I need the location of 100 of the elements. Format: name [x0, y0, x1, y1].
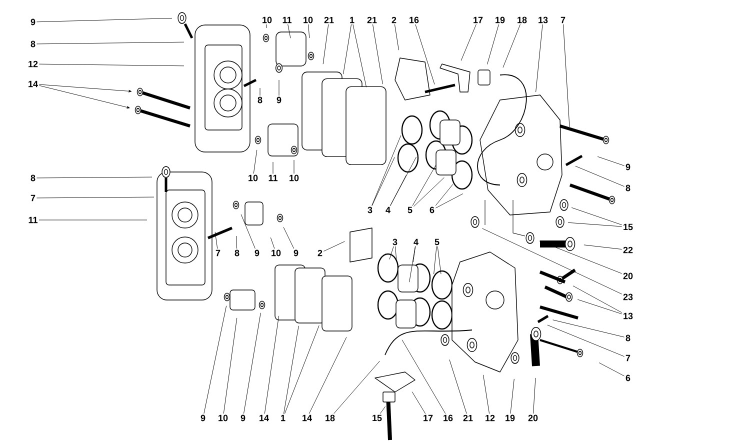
- callout-number: 9: [626, 164, 630, 170]
- callout-number: 11: [28, 216, 38, 224]
- callout-number: 5: [408, 206, 412, 214]
- leader-line: [372, 135, 402, 206]
- callout-number: 7: [626, 354, 630, 362]
- callout-number: 9: [276, 96, 282, 104]
- leader-line: [597, 156, 625, 166]
- leader-line: [434, 246, 437, 274]
- callout-number: 14: [260, 414, 269, 422]
- leader-line: [36, 176, 152, 178]
- leader-line: [394, 24, 399, 50]
- leader-line: [283, 226, 294, 249]
- leader-line: [539, 240, 622, 274]
- leader-line: [284, 326, 299, 414]
- leader-line: [322, 24, 329, 64]
- leader-line: [278, 80, 280, 96]
- callout-number: 15: [372, 414, 382, 422]
- leader-line: [435, 184, 454, 206]
- callout-number: 3: [392, 238, 398, 246]
- callout-number: 9: [254, 250, 260, 256]
- leader-line: [547, 324, 625, 357]
- leader-line: [264, 316, 280, 414]
- leader-line: [372, 24, 383, 84]
- callout-number: 8: [30, 174, 36, 182]
- leader-line: [409, 246, 416, 282]
- callout-number: 21: [463, 414, 473, 422]
- leader-line: [36, 42, 184, 44]
- leader-line: [536, 24, 543, 92]
- callout-number: 8: [30, 40, 36, 48]
- callout-number: 2: [318, 250, 322, 256]
- leader-line: [415, 24, 435, 85]
- leader-line: [487, 24, 499, 65]
- callout-number: 20: [623, 272, 633, 280]
- callout-number: 17: [424, 414, 433, 422]
- callout-number: 16: [444, 414, 453, 422]
- leader-line: [412, 164, 436, 206]
- leader-line: [435, 194, 464, 208]
- callout-number: 4: [386, 206, 390, 214]
- callout-number: 19: [506, 414, 515, 422]
- leader-line: [284, 325, 320, 414]
- leader-line: [343, 24, 352, 74]
- leader-line: [352, 24, 367, 88]
- leader-line: [482, 228, 622, 294]
- leader-line: [323, 241, 345, 252]
- callout-number: 1: [281, 414, 286, 422]
- leader-line: [483, 374, 490, 414]
- leader-line: [253, 150, 258, 174]
- leader-line: [214, 232, 218, 249]
- callout-number: 2: [392, 16, 396, 24]
- leader-line: [236, 236, 238, 249]
- leader-line: [308, 24, 310, 38]
- leader-line: [571, 207, 622, 226]
- callout-number: 21: [367, 16, 377, 24]
- leader-line: [449, 359, 467, 414]
- callout-number: 18: [326, 414, 335, 422]
- callout-number: 10: [218, 414, 228, 422]
- callout-number: 8: [234, 250, 240, 256]
- leader-line: [288, 24, 291, 38]
- leader-line: [244, 312, 261, 414]
- leader-line: [36, 196, 154, 198]
- leader-line: [460, 24, 476, 61]
- leader-line: [389, 246, 394, 260]
- leader-line: [270, 237, 275, 249]
- callout-number: 9: [294, 250, 298, 256]
- callout-number: 14: [28, 80, 38, 88]
- callout-number: 7: [216, 250, 220, 256]
- leader-line: [38, 84, 132, 92]
- callout-number: 6: [430, 206, 434, 214]
- leader-line: [334, 360, 380, 414]
- leader-line: [402, 340, 446, 414]
- leader-line: [563, 24, 570, 128]
- callout-number: 16: [410, 16, 419, 24]
- callout-number: 8: [626, 334, 630, 342]
- leader-line: [572, 286, 622, 313]
- callout-number: 20: [528, 414, 538, 422]
- callout-number: 5: [434, 238, 440, 246]
- callout-number: 8: [626, 184, 630, 192]
- callout-number: 19: [496, 16, 505, 24]
- callout-number: 11: [282, 16, 292, 24]
- leader-line: [36, 18, 172, 22]
- callout-number: 1: [350, 16, 354, 24]
- leader-line: [395, 246, 397, 260]
- leader-line: [308, 336, 347, 414]
- leader-line: [38, 64, 184, 66]
- callout-number: 10: [304, 16, 313, 24]
- callout-number: 10: [272, 250, 281, 256]
- callout-number: 13: [624, 312, 633, 320]
- leader-line: [502, 24, 520, 68]
- callout-number: 10: [290, 174, 299, 182]
- leader-line: [437, 246, 442, 274]
- leader-line: [223, 318, 238, 414]
- leader-line: [413, 177, 444, 207]
- callout-number: 15: [624, 224, 633, 230]
- leader-line: [598, 362, 625, 376]
- callout-number: 9: [30, 18, 36, 26]
- leader-line: [38, 85, 130, 108]
- leader-line: [575, 166, 625, 187]
- leader-line: [266, 24, 267, 28]
- callout-number: 10: [262, 16, 272, 24]
- leader-line: [412, 392, 426, 414]
